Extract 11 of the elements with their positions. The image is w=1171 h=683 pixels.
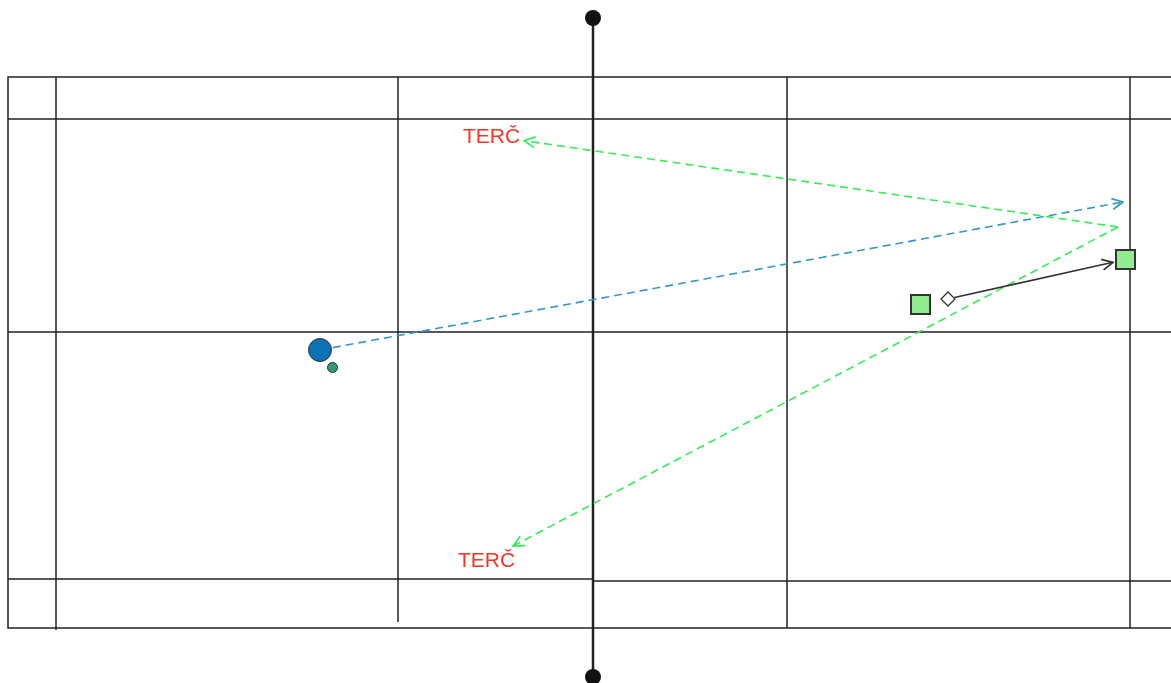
dashed-arrow	[332, 197, 1124, 349]
player-marker	[308, 338, 332, 362]
dashed-arrow	[512, 226, 1119, 547]
target-label: TERČ	[456, 548, 518, 572]
arrow	[953, 258, 1114, 299]
diamond-marker	[940, 291, 956, 307]
square-marker	[910, 294, 931, 315]
square-marker	[1115, 249, 1136, 270]
dashed-arrow	[523, 136, 1119, 228]
target-label: TERČ	[461, 124, 523, 148]
shuttle-marker	[327, 362, 338, 373]
